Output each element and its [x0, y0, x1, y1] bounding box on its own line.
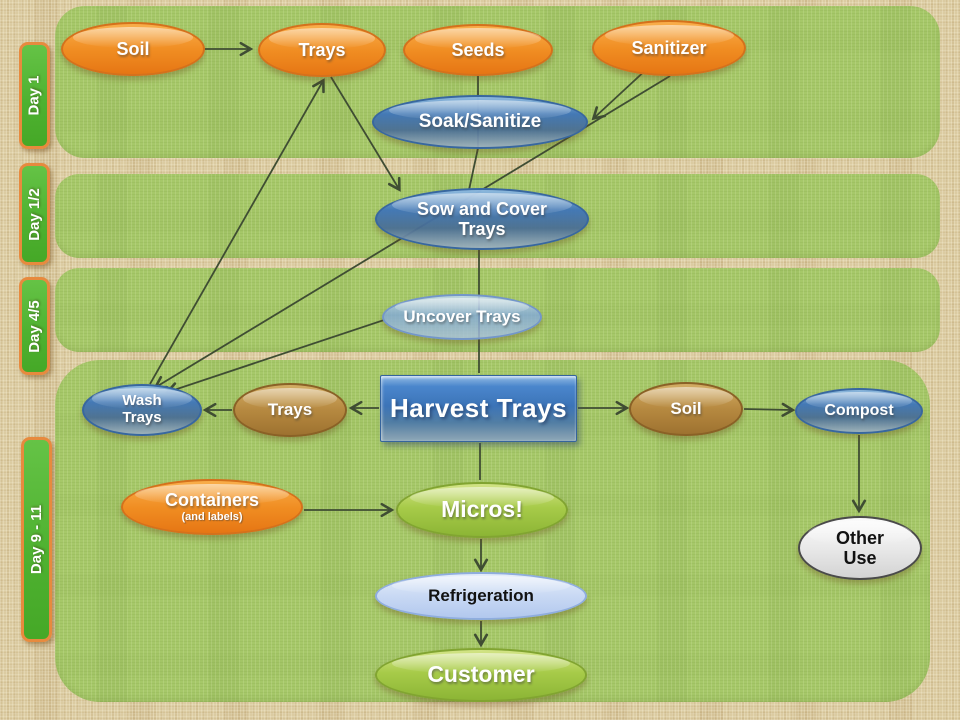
day-tab-1: Day 1	[19, 42, 50, 149]
node-customer: Customer	[375, 648, 587, 702]
node-label: Trays	[298, 39, 346, 60]
edge-sanitizer-to-soak	[591, 66, 650, 121]
node-micros: Micros!	[396, 482, 568, 538]
node-label: Seeds	[451, 39, 505, 60]
day-tab-4: Day 9 - 11	[21, 437, 52, 642]
node-sublabel: (and labels)	[181, 511, 243, 524]
node-compost: Compost	[795, 388, 923, 434]
node-label-line: Wash	[122, 392, 162, 410]
edge-trays-to-sow	[330, 76, 401, 192]
node-label: Soak/Sanitize	[418, 111, 542, 133]
node-label-line: Use	[843, 548, 877, 568]
node-label: Uncover Trays	[403, 307, 521, 327]
edge-uncover-to-wash	[164, 319, 385, 396]
node-sanitizer: Sanitizer	[592, 20, 746, 76]
node-soak-sanitize: Soak/Sanitize	[372, 95, 588, 149]
day-tab-2: Day 1/2	[19, 163, 50, 265]
node-trays-top: Trays	[258, 23, 386, 77]
node-label: Harvest Trays	[389, 392, 568, 423]
node-label-line: Trays	[458, 219, 506, 239]
edge-wash-to-trays-top	[149, 78, 325, 385]
node-label-line: Sow and Cover	[416, 198, 548, 219]
day-tab-3: Day 4/5	[19, 277, 50, 375]
node-label: Refrigeration	[428, 586, 534, 606]
node-label-line: Trays	[122, 409, 162, 426]
node-seeds: Seeds	[403, 24, 553, 76]
edge-soil-used-to-compost	[743, 402, 796, 417]
node-label-line: Other	[835, 527, 884, 548]
node-label: Customer	[427, 661, 535, 688]
node-uncover-trays: Uncover Trays	[382, 294, 542, 340]
node-label: Soil	[670, 399, 702, 419]
node-harvest-trays: Harvest Trays	[380, 375, 577, 442]
node-label: Compost	[824, 402, 894, 420]
edge-soak-sanitize-to-sow	[468, 147, 479, 191]
node-label: Containers	[164, 490, 260, 511]
node-label: Trays	[267, 400, 313, 420]
node-soil-top: Soil	[61, 22, 205, 76]
node-label: Micros!	[441, 496, 523, 523]
node-trays-used: Trays	[233, 383, 347, 437]
node-soil-used: Soil	[629, 382, 743, 436]
node-containers: Containers(and labels)	[121, 479, 303, 535]
node-label: Soil	[116, 38, 150, 59]
node-refrigeration: Refrigeration	[375, 572, 587, 620]
node-label: Sanitizer	[631, 37, 707, 58]
